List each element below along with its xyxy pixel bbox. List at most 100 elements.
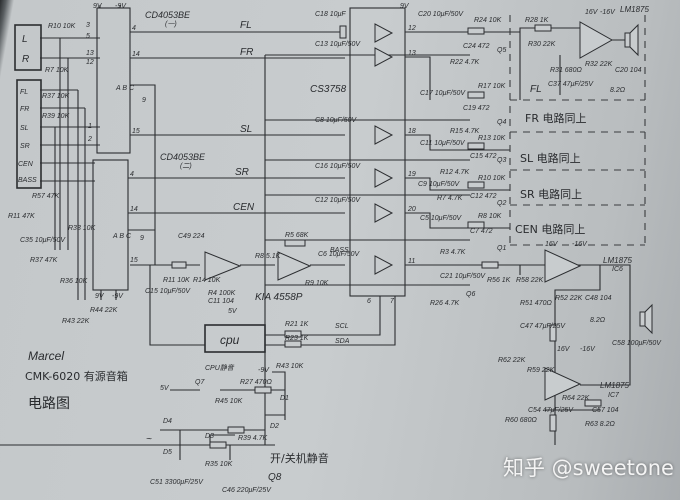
component-label: 19 [408,171,416,178]
component-label: R60 680Ω [505,417,537,424]
component-label: R31 680Ω [550,67,582,74]
component-label: C58 100μF/50V [612,340,662,347]
component-label: Q7 [195,379,205,386]
input-connector-5-1 [16,79,42,189]
component-label: R5 68K [285,232,309,239]
component-label: 8.2Ω [610,87,626,94]
component-label: 18 [408,128,416,135]
component-label: R22 4.7K [450,59,480,66]
input-sl: SL [20,125,29,132]
component-label: R27 470Ω [240,379,272,386]
component-label: R56 1K [487,277,511,284]
component-label: C12 10μF/50V [315,197,361,204]
component-label: 3 [86,22,90,29]
input-bass: BASS [18,177,37,184]
component-label: 15 [130,257,138,264]
component-symbol [584,399,602,407]
component-label: C17 10μF/50V [420,90,466,97]
component-label: 11 [408,258,415,265]
opamp-icon-bass-2 [277,251,312,281]
component-label: 2 [87,136,92,143]
component-label: R4 100K [208,290,236,297]
signal-sda: SDA [335,338,350,345]
signal-bass: BASS [330,247,349,254]
component-label: R11 47K [8,213,35,220]
opamp-icon-bass-1 [204,251,242,281]
component-label: C51 3300μF/25V [150,479,204,486]
title-kind: 电路图 [28,396,70,412]
rail-9v-chip2: 9V [95,293,105,300]
amp-icon-cen [374,203,394,223]
signal-fr: FR [240,47,253,58]
wires [0,5,631,460]
component-label: A B C [112,233,132,240]
component-label: R52 22K [555,295,583,302]
component-label: Q8 [268,472,282,483]
component-label: C57 104 [592,407,619,414]
component-symbol [467,181,485,189]
component-label: Q5 [497,47,506,54]
chip1-label: CD4053BE [145,10,191,20]
component-symbol [481,261,499,269]
chip2-sub: (二) [180,163,192,170]
component-label: C54 47μF/25V [528,407,574,414]
cpu-label: cpu [220,333,240,347]
component-label: C18 10μF [315,11,346,18]
title-model: CMK-6020 有源音箱 [25,369,128,383]
component-label: R11 10K [163,277,190,284]
component-label: 14 [132,51,140,58]
component-label: R14 10K [193,277,221,284]
component-label: Q2 [497,200,506,207]
component-label: C37 47μF/25V [548,81,594,88]
input-l: L [22,34,28,45]
component-label: C5 10μF/50V [420,215,463,222]
rail-5v-cpu: 5V [228,308,238,315]
speaker-icon-fl [624,32,631,48]
component-label: D1 [280,395,289,402]
rail-n16v: -16V [600,9,616,16]
component-label: R10 10K [478,175,506,182]
section-sl: SL 电路同上 [520,152,581,165]
component-label: R59 22K [527,367,555,374]
input-fr: FR [20,106,29,113]
component-label: C19 472 [463,105,490,112]
component-label: R43 10K [276,363,304,370]
component-label: D2 [270,423,279,430]
title-author: Marcel [28,349,64,363]
component-label: C8 10μF/50V [315,117,358,124]
component-label: R63 8.2Ω [585,421,616,428]
amp-icon-bass [374,255,394,275]
signal-fl: FL [240,20,252,31]
speaker-cone-sub [644,303,653,335]
lm1875-fl-icon [579,21,614,59]
component-label: R7 4.7K [437,195,463,202]
ic6-label: LM1875 [603,256,632,265]
component-symbol [254,386,272,394]
component-label: C35 10μF/50V [20,237,66,244]
component-label: C48 104 [585,295,612,302]
component-symbol [227,426,245,434]
component-label: C16 10μF/50V [315,163,361,170]
component-label: 4 [130,171,134,178]
ic6-sub: IC6 [612,266,623,273]
component-label: R15 4.7K [450,128,480,135]
component-label: R57 47K [32,193,60,200]
component-symbol [284,340,302,348]
component-label: D5 [163,449,172,456]
component-label: R62 22K [498,357,526,364]
component-label: R37 47K [30,257,58,264]
component-symbol [467,221,485,229]
signal-sr: SR [235,167,249,178]
component-label: Q3 [497,157,506,164]
component-label: C24 472 [463,43,490,50]
chip2-label: CD4053BE [160,152,206,162]
cs3758-channel-amps [204,21,614,401]
component-label: R10 10K [48,23,76,30]
component-label: C20 10μF/50V [418,11,464,18]
component-label: D4 [163,418,172,425]
amp-icon-fl [374,23,394,43]
component-label: R3 4.7K [440,249,466,256]
component-label: C15 472 [470,153,497,160]
